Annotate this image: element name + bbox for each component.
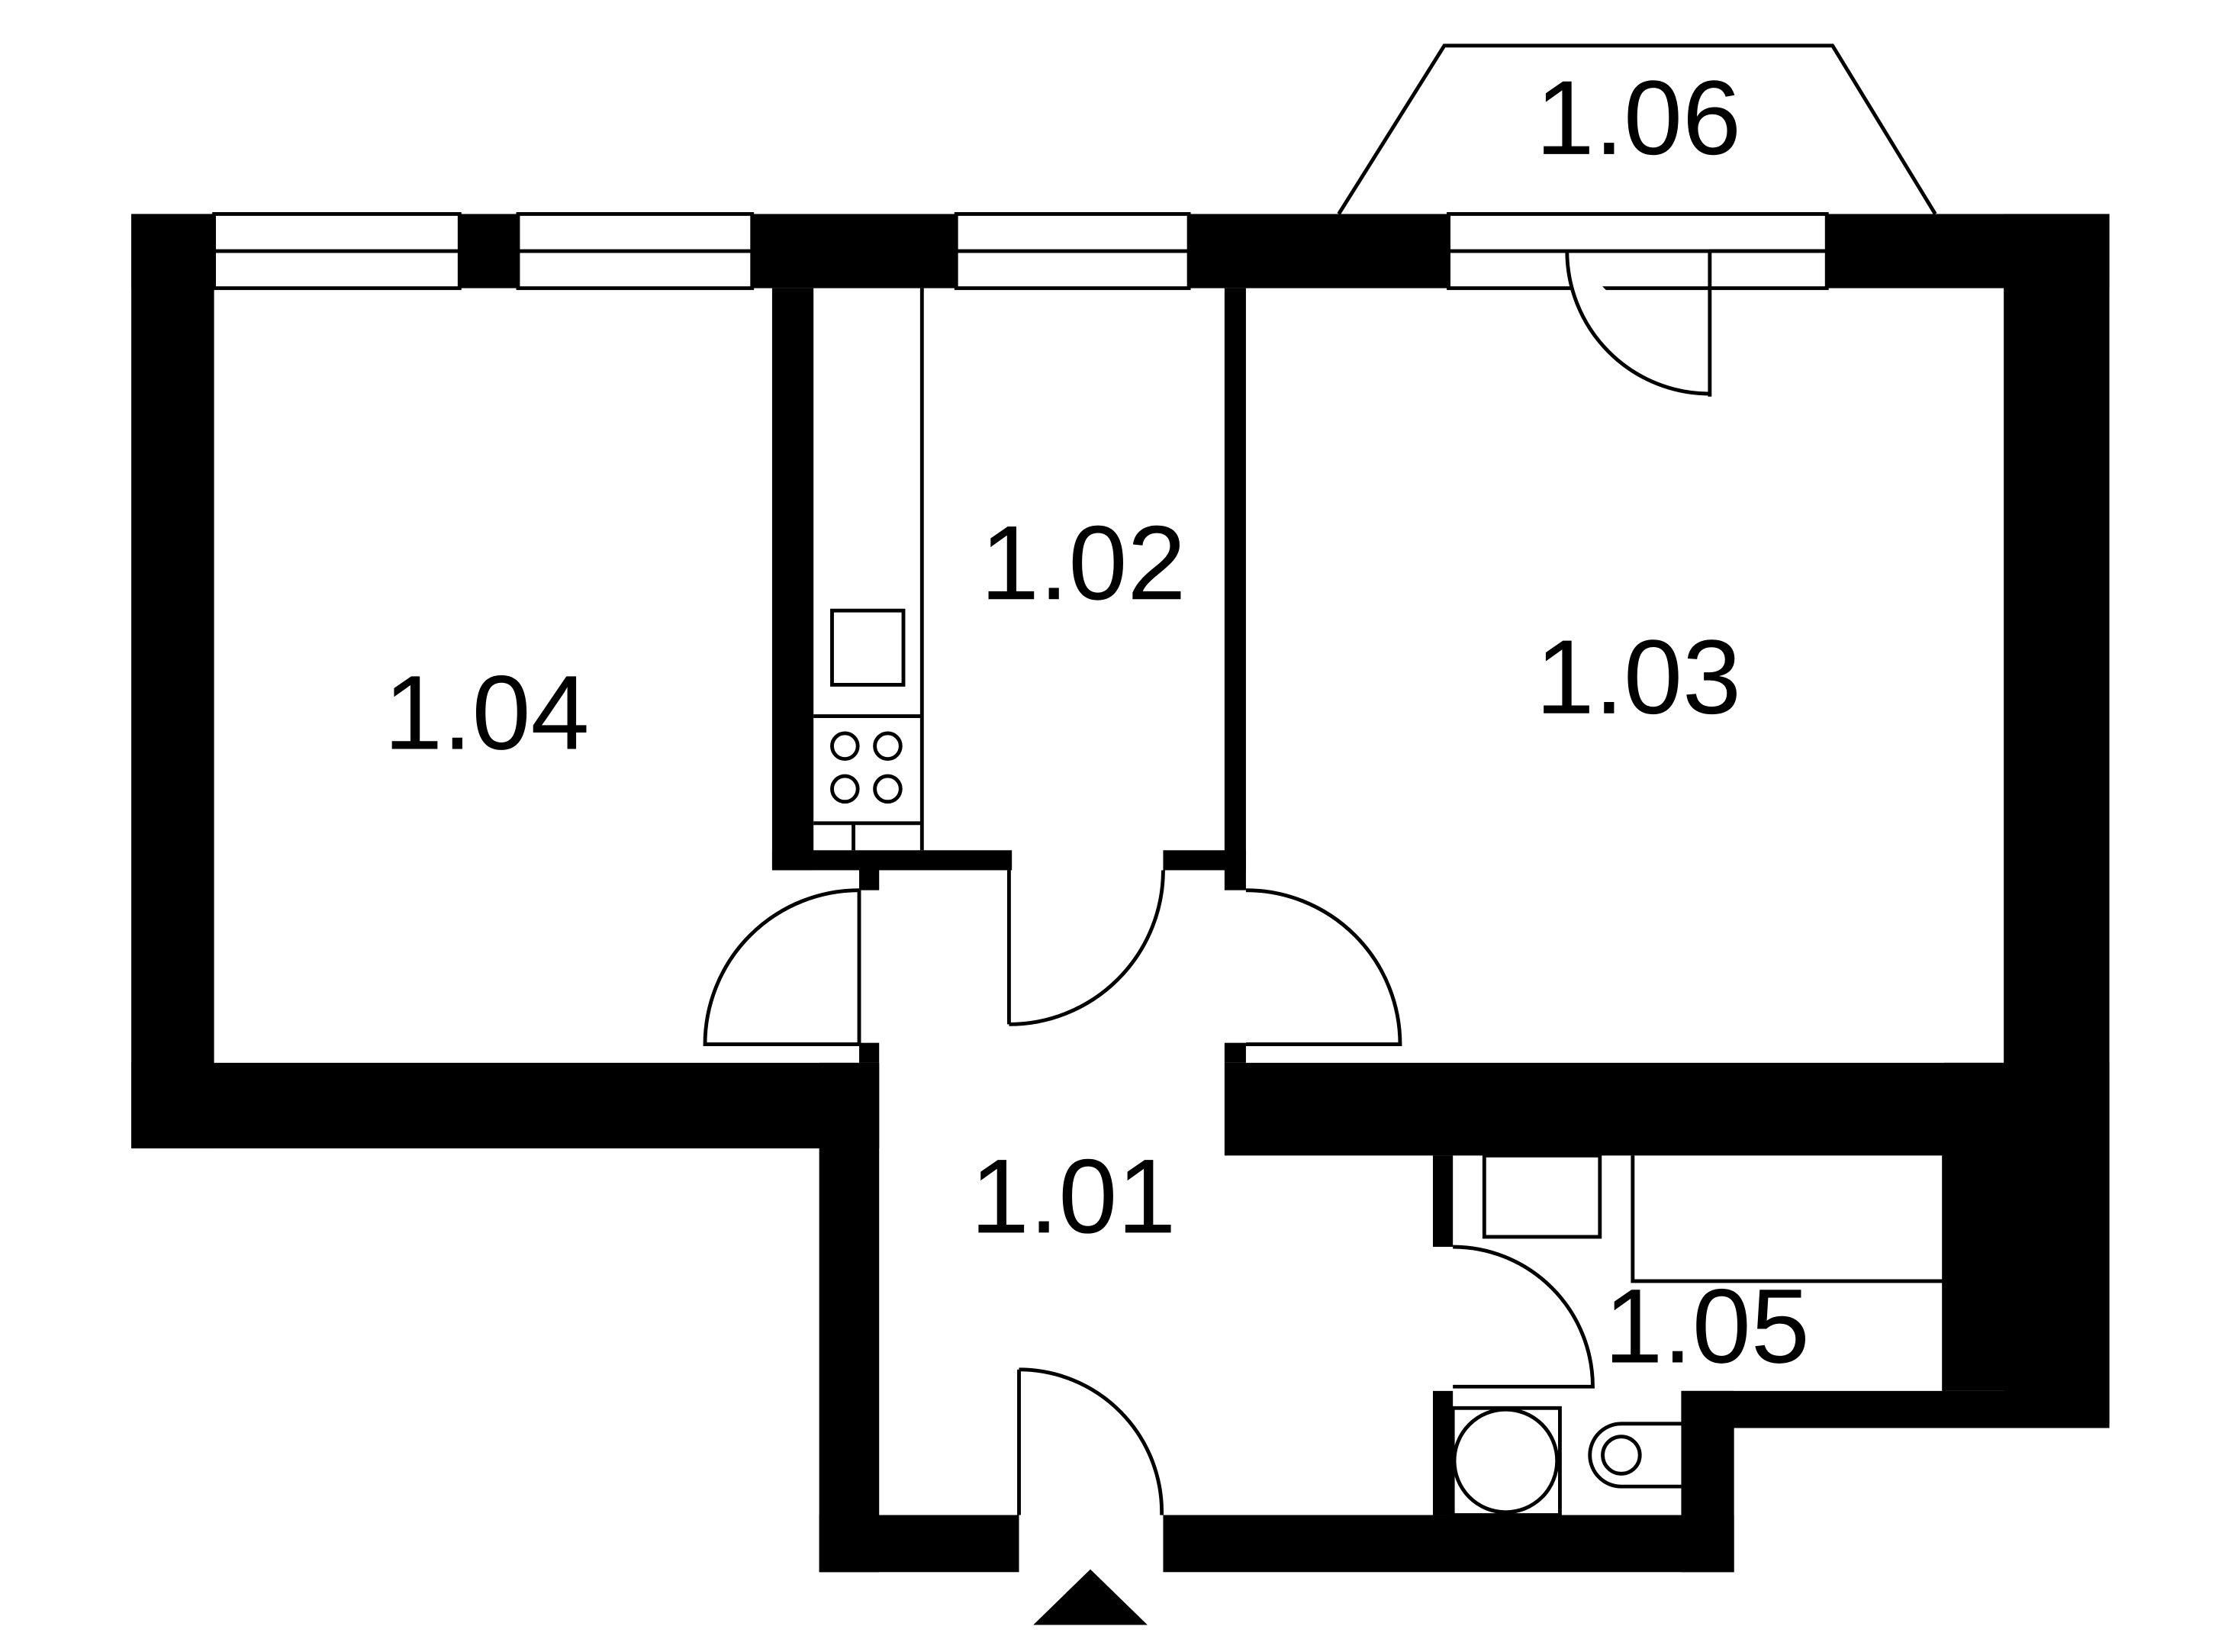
bathroom-fixtures bbox=[1482, 1153, 1946, 1391]
windows bbox=[212, 212, 1829, 291]
washing-machine-icon bbox=[1450, 1406, 1562, 1517]
entrance-arrow-icon bbox=[1033, 1569, 1148, 1625]
balcony bbox=[1337, 43, 1937, 215]
kitchen-counter bbox=[813, 288, 924, 851]
room-label-balcony: 1.06 bbox=[1536, 60, 1741, 177]
room-label-bathroom: 1.05 bbox=[1604, 1268, 1809, 1386]
room-label-hall: 1.01 bbox=[971, 1138, 1176, 1255]
room-label-left-room: 1.04 bbox=[384, 655, 589, 772]
sink-icon bbox=[830, 608, 906, 687]
stove-icon bbox=[830, 731, 903, 804]
room-label-kitchen: 1.02 bbox=[980, 504, 1186, 622]
toilet-icon bbox=[1588, 1422, 1682, 1489]
walls bbox=[131, 214, 2110, 1573]
doors bbox=[703, 249, 1827, 1515]
room-label-right-room: 1.03 bbox=[1536, 619, 1741, 736]
